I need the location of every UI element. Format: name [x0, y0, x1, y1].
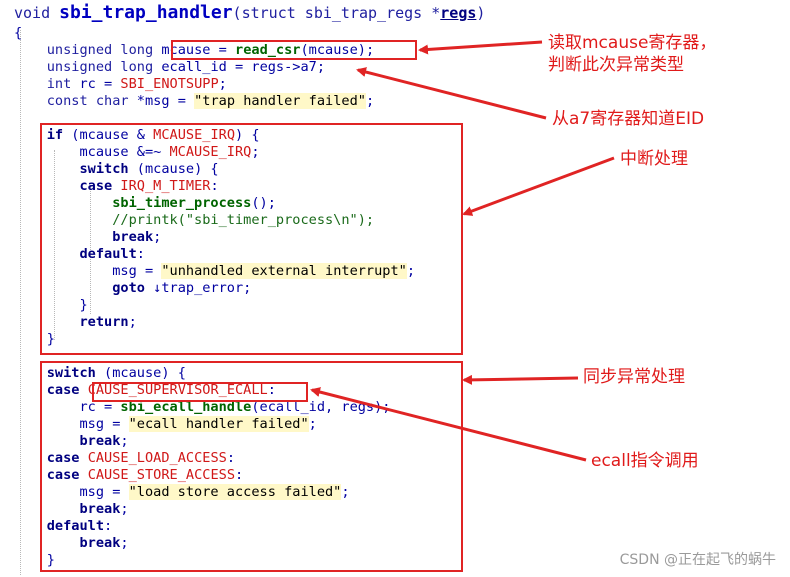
annotation-ecall: ecall指令调用: [591, 451, 699, 471]
function-name: sbi_trap_handler: [59, 2, 233, 23]
arrow-to-ecall-case: [310, 387, 587, 462]
return-type: void: [14, 4, 51, 22]
annotation-read-mcause: 读取mcause寄存器， 判断此次异常类型: [548, 33, 717, 75]
code-line: return;: [79, 314, 137, 330]
code-line: msg = "ecall handler failed";: [14, 416, 317, 432]
code-line: msg = "unhandled external interrupt";: [14, 263, 416, 279]
code-line: break;: [79, 433, 129, 449]
function-signature: void sbi_trap_handler(struct sbi_trap_re…: [14, 3, 485, 23]
signature-args: (struct sbi_trap_regs *: [232, 4, 441, 22]
code-line: case CAUSE_STORE_ACCESS:: [46, 467, 244, 483]
code-line: //printk("sbi_timer_process\n");: [14, 212, 375, 228]
code-line: goto ↓trap_error;: [112, 280, 252, 296]
arrow-to-sync-block: [462, 374, 579, 385]
code-line: unsigned long mcause = read_csr(mcause);: [46, 42, 375, 58]
code-line: case CAUSE_SUPERVISOR_ECALL:: [46, 382, 276, 398]
ecall-case-box: [92, 382, 308, 402]
code-line: unsigned long ecall_id = regs->a7;: [46, 59, 326, 75]
code-line: sbi_timer_process();: [112, 195, 276, 211]
code-line: switch (mcause) {: [79, 161, 219, 177]
code-line: if (mcause & MCAUSE_IRQ) {: [46, 127, 260, 143]
code-line: break;: [79, 501, 129, 517]
code-line: switch (mcause) {: [46, 365, 186, 381]
interrupt-block-box: [40, 123, 463, 355]
annotation-interrupt: 中断处理: [620, 149, 688, 169]
code-line: }: [14, 331, 55, 347]
code-line: break;: [79, 535, 129, 551]
code-line: mcause &=~ MCAUSE_IRQ;: [14, 144, 260, 160]
code-line: }: [14, 552, 55, 568]
indent-guide: [90, 186, 91, 314]
watermark: CSDN @正在起飞的蜗牛: [619, 552, 776, 568]
annotation-sync-exception: 同步异常处理: [583, 367, 685, 387]
indent-guide: [20, 30, 21, 575]
sync-exception-block-box: [40, 361, 463, 572]
code-line: case IRQ_M_TIMER:: [79, 178, 219, 194]
indent-guide: [54, 150, 55, 340]
code-line: default:: [46, 518, 113, 534]
annotation-read-a7: 从a7寄存器知道EID: [552, 109, 705, 129]
signature-close: ): [476, 4, 486, 22]
code-line: default:: [79, 246, 145, 262]
arrow-to-a7: [356, 67, 547, 120]
code-line: int rc = SBI_ENOTSUPP;: [46, 76, 227, 92]
code-line: break;: [112, 229, 162, 245]
arrow-to-mcause: [418, 40, 543, 55]
code-line: rc = sbi_ecall_handle(ecall_id, regs);: [14, 399, 391, 415]
arrow-to-interrupt-block: [462, 156, 615, 216]
mcause-highlight-box: [171, 40, 417, 60]
signature-param: regs: [440, 4, 477, 22]
code-line: {: [14, 25, 23, 41]
code-line: case CAUSE_LOAD_ACCESS:: [46, 450, 236, 466]
code-line: msg = "load store access failed";: [14, 484, 350, 500]
code-line: const char *msg = "trap handler failed";: [46, 93, 375, 109]
code-line: }: [14, 297, 88, 313]
